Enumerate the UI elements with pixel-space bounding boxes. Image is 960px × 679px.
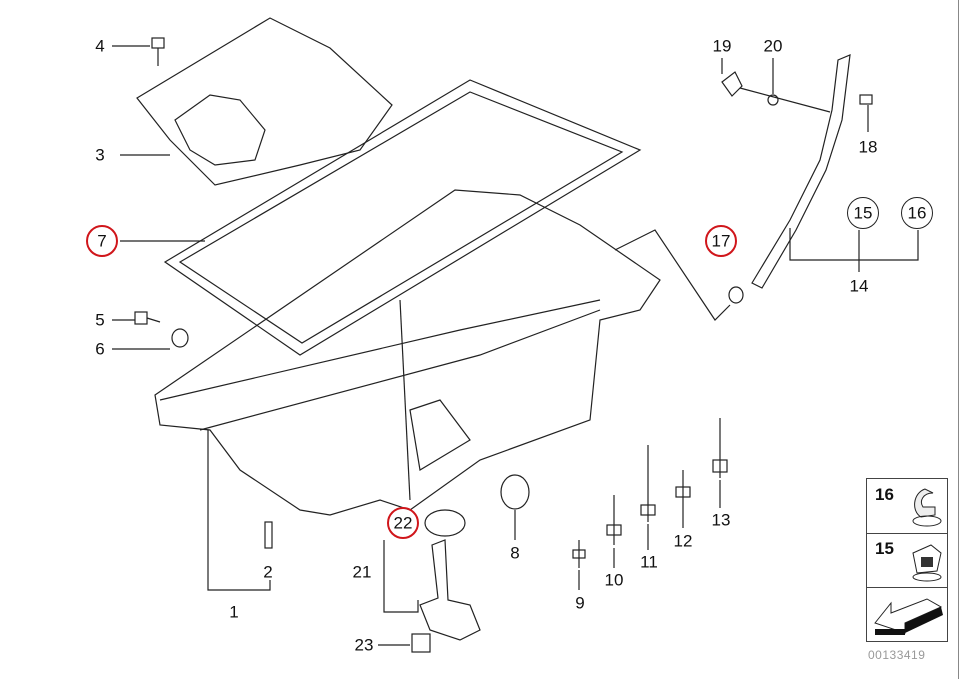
callout-23: 23 <box>354 635 374 655</box>
callout-4: 4 <box>95 36 105 56</box>
callout-16: 16 <box>907 203 927 223</box>
bolt-4 <box>151 37 165 49</box>
highlight-circle-17 <box>705 225 737 257</box>
callout-8: 8 <box>510 543 520 563</box>
seal-8 <box>500 474 530 510</box>
inset-label-16: 16 <box>875 485 894 504</box>
callout-12: 12 <box>673 531 693 551</box>
stud-2 <box>264 521 273 549</box>
frame-border <box>958 0 959 679</box>
clip-15-icon <box>912 544 942 582</box>
oil-level-sensor <box>419 539 481 641</box>
direction-arrow-icon <box>874 598 943 635</box>
oil-pan-shield <box>136 17 393 186</box>
inset-cell-15: 15 <box>867 533 947 588</box>
callout-20: 20 <box>763 36 783 56</box>
callout-18: 18 <box>858 137 878 157</box>
callout-11: 11 <box>640 552 658 572</box>
highlight-circle-7 <box>86 225 118 257</box>
callout-6: 6 <box>95 339 105 359</box>
callout-7: 7 <box>97 231 107 251</box>
callout-14: 14 <box>849 276 869 296</box>
callout-9: 9 <box>575 593 585 613</box>
oil-pan <box>154 189 661 516</box>
clip-16-icon <box>912 488 942 527</box>
seal-17 <box>728 286 744 304</box>
inset-cell-arrow <box>867 587 947 641</box>
callout-3: 3 <box>95 145 105 165</box>
seal-20 <box>767 94 779 106</box>
circle-15 <box>847 197 879 229</box>
oil-pan-gasket <box>163 79 642 356</box>
callout-17: 17 <box>711 231 731 251</box>
o-ring-22 <box>424 509 466 537</box>
callout-5: 5 <box>95 310 105 330</box>
callout-22: 22 <box>393 513 413 533</box>
nut-23 <box>411 633 431 653</box>
callout-2: 2 <box>263 562 273 582</box>
highlight-circle-22 <box>387 507 419 539</box>
circle-16 <box>901 197 933 229</box>
washer-6 <box>171 328 189 348</box>
inset-legend: 16 15 <box>866 478 948 642</box>
bolts-9-13 <box>572 418 728 568</box>
diagram-id: 00133419 <box>868 648 926 662</box>
callout-13: 13 <box>711 510 731 530</box>
callout-1: 1 <box>229 602 239 622</box>
callout-10: 10 <box>604 570 624 590</box>
callout-19: 19 <box>712 36 732 56</box>
bolt-18 <box>859 94 873 105</box>
dipstick <box>721 71 743 97</box>
callout-15: 15 <box>853 203 873 223</box>
bolt-5 <box>134 311 148 325</box>
callout-21: 21 <box>352 562 372 582</box>
dipstick-guide-tube <box>751 54 851 289</box>
inset-label-15: 15 <box>875 539 894 558</box>
inset-cell-16: 16 <box>867 479 947 534</box>
